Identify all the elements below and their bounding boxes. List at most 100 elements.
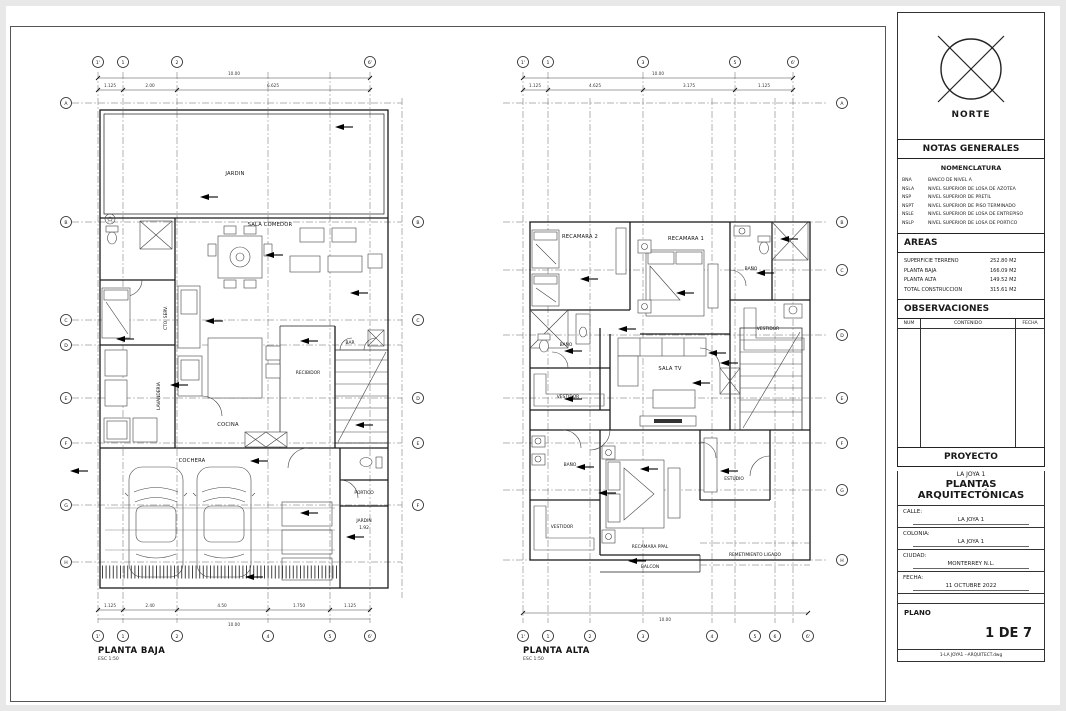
areas-header: AREAS: [897, 233, 1045, 253]
room-label-vestidor-med: VESTIDOR: [557, 394, 579, 400]
fecha-row: FECHA: 11 OCTUBRE 2022: [897, 572, 1045, 594]
grid-bubble: F: [841, 441, 844, 447]
room-label-balcon: BALCON: [641, 564, 659, 570]
nomen-abbr: BNA: [902, 178, 912, 183]
planta-alta-drawing: 10.00 1.125 4.625 3.175 1.125 1' 1 3 5 6…: [503, 56, 848, 662]
room-label-bar: BAR: [345, 340, 354, 346]
dimension-bottom: 10.00: [520, 610, 811, 622]
north-arrow-box: NORTE: [897, 12, 1045, 140]
grid-bubble: D: [64, 343, 68, 349]
area-label: PLANTA ALTA: [904, 277, 937, 283]
grid-bubble: 1': [96, 634, 100, 640]
plano-value: 1 DE 7: [985, 626, 1032, 641]
grid-bubbles-left: A B C D E F G H: [60, 97, 72, 568]
room-label-lavanderia: LAVANDERIA: [156, 382, 162, 410]
dim-seg: 6.625: [267, 83, 279, 88]
stairs: [334, 329, 389, 444]
area-label: SUPERFICIE TERRENO: [904, 258, 959, 264]
room-label-portico: PORTICO: [354, 490, 374, 496]
obs-col-num: NUM: [898, 319, 921, 328]
grid-bubbles-bottom: 1' 1 2 4 5 6': [92, 630, 376, 642]
kitchen-fixtures: [177, 285, 288, 448]
grid-bubble: B: [840, 220, 843, 226]
grid-bubble: F: [65, 441, 68, 447]
grid-bubble: 1: [547, 60, 550, 66]
nomen-desc: NIVEL SUPERIOR DE LOSA DE PORTICO: [928, 220, 1018, 226]
nomen-abbr: NSLP: [902, 220, 914, 226]
grid-bubble: C: [840, 268, 843, 274]
grid-bubble: 1': [521, 634, 525, 640]
grid-bubble: 3: [642, 60, 645, 66]
living-set: [289, 227, 383, 273]
room-label-estudio: ESTUDIO: [724, 476, 744, 482]
grid-bubble: D: [840, 333, 844, 339]
room-label-cto-serv: CTO. SERV.: [163, 306, 169, 330]
calle-value: LA JOYA 1: [913, 517, 1029, 525]
nomen-desc: NIVEL SUPERIOR DE PISO TERMINADO: [928, 203, 1016, 209]
nomen-abbr: NSLA: [902, 186, 915, 192]
grid-bubble: H: [64, 560, 67, 566]
room-label-vestidor-sup: VESTIDOR: [757, 326, 779, 332]
grid-bubble: H: [840, 558, 843, 564]
vestidor-mid-furniture: [533, 373, 605, 407]
obs-col-fecha: FECHA: [1022, 321, 1038, 326]
grid-bubble: 4: [267, 634, 270, 640]
grid-lines-vertical: [522, 72, 794, 623]
spacer-row: [897, 594, 1045, 604]
grid-bubbles-bottom: 1' 1 2 3 4 5 6 6': [517, 630, 814, 642]
room-label-bano-inf: BAÑO: [564, 461, 577, 468]
grid-bubble: 1': [521, 60, 525, 66]
room-label-cochera: COCHERA: [179, 458, 206, 464]
proyecto-header: PROYECTO: [897, 447, 1045, 467]
grid-bubble: E: [65, 396, 68, 402]
grid-bubble: 5: [754, 634, 757, 640]
north-compass-icon: [937, 35, 1005, 103]
north-label: NORTE: [951, 110, 991, 120]
room-label-cocina: COCINA: [217, 422, 239, 428]
grid-bubble: 1: [122, 634, 125, 640]
dim-seg: 4.625: [589, 83, 601, 88]
dim-seg: 1.125: [758, 83, 770, 88]
stairs-upper: [699, 327, 803, 431]
room-label-recibidor: RECIBIDOR: [296, 370, 320, 376]
colonia-row: COLONIA: LA JOYA 1: [897, 528, 1045, 550]
room-label-sala-tv: SALA TV: [658, 366, 682, 372]
nomen-desc: NIVEL SUPERIOR DE PRETIL: [928, 195, 992, 200]
grid-bubble: 2: [589, 634, 592, 640]
grid-bubble: 1': [96, 60, 100, 66]
plano-label: PLANO: [904, 609, 931, 617]
grid-bubble: 6': [368, 634, 372, 640]
nomen-desc: BANCO DE NIVEL A: [928, 178, 972, 183]
room-label-vestidor-inf: VESTIDOR: [551, 524, 573, 530]
grid-bubble: 6': [368, 60, 372, 66]
grid-bubble: 2: [176, 60, 179, 66]
grid-bubble: G: [840, 488, 844, 494]
grid-bubble: E: [841, 396, 844, 402]
walls-planta-baja: [99, 109, 389, 589]
area-value: 252.80 M2: [990, 258, 1017, 264]
obs-col-contenido: CONTENIDO: [921, 319, 1016, 328]
dim-seg: 3.175: [683, 83, 695, 88]
dim-seg: 1.125: [344, 603, 356, 608]
dining-set: [207, 225, 273, 289]
zone-label-remetimiento: REMETIMIENTO LIGADO: [729, 552, 782, 558]
nomenclatura-row: NSLP NIVEL SUPERIOR DE LOSA DE PORTICO: [902, 220, 1040, 229]
grid-bubble: B: [64, 220, 67, 226]
planta-baja-drawing: 10.00 1.125 2.00 6.625 1' 1 2 6' A B C D…: [60, 56, 424, 662]
area-value: 166.09 M2: [990, 267, 1017, 274]
service-bedroom: [101, 287, 131, 339]
area-label: PLANTA BAJA: [904, 267, 937, 274]
grid-bubble: A: [840, 101, 844, 107]
bath-bottom-furniture: [531, 429, 582, 466]
room-level-jardin-posterior: 1.92: [359, 525, 369, 531]
grid-bubble: 6: [774, 634, 777, 640]
area-label: TOTAL CONSTRUCCION: [904, 286, 963, 293]
area-row: PLANTA BAJA 166.09 M2: [904, 267, 1038, 277]
grid-bubble: F: [417, 503, 420, 509]
file-name-footer: 1-LA JOYA1 --ARQUITECT.dwg: [897, 650, 1045, 662]
grid-bubble: 4: [711, 634, 714, 640]
room-label-recamara1: RECAMARA 1: [668, 236, 704, 242]
dimension-top: 10.00 1.125 2.00 6.625: [95, 71, 373, 93]
grid-bubble: G: [64, 503, 68, 509]
